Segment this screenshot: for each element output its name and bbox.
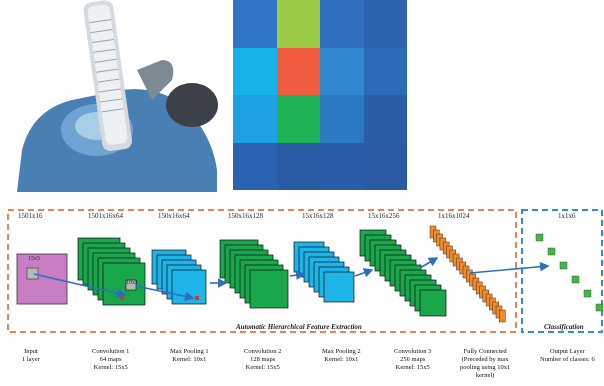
caption-output: Output Layer Number of classes: 6 [540,348,595,363]
fc-stack [429,225,506,323]
heatmap-cell [233,0,277,48]
dims-conv2: 150x16x128 [228,212,263,220]
output-neuron [571,275,580,284]
heatmap-grid [233,0,407,190]
device-knob [166,83,218,127]
output-neuron [583,289,592,298]
caption-fc: Fully Connected (Preceded by max pooling… [460,348,511,379]
caption-pool1: Max Pooling 1 Kernel: 10x1 [170,348,209,363]
output-neuron [535,233,544,242]
arrow-conv1-to-pool1 [135,285,195,302]
heatmap-cell [276,95,320,143]
input-kernel-patch [26,267,39,280]
caption-conv3: Convolution 3 256 maps Kernel: 15x5 [394,348,432,371]
arrow-pool2-to-conv3 [354,268,374,278]
fc-slab [499,309,506,323]
dims-conv1: 1501x16x64 [88,212,123,220]
heatmap-cell [363,0,407,48]
heatmap-cell [363,47,407,95]
heatmap-cell [276,47,320,95]
arrow-fc-to-output [469,261,550,274]
conv3-stack [359,229,447,317]
arrow-conv2-to-pool2 [289,270,306,280]
inhaler-photo [12,0,220,192]
heatmap-cell [233,95,277,143]
heatmap-cell [233,47,277,95]
heatmap-cell [363,95,407,143]
conv1-kernel-patch [125,279,137,291]
dims-pool1: 150x16x64 [158,212,190,220]
heatmap-cell [320,47,364,95]
cnn-diagram-svg [7,209,604,333]
heatmap-cell [320,95,364,143]
caption-conv2: Convolution 2 128 maps Kernel: 15x5 [244,348,282,371]
pool2-stack [293,241,355,303]
feature-extraction-label: Automatic Hierarchical Feature Extractio… [236,323,362,331]
dims-pool2: 15x16x128 [302,212,334,220]
caption-conv1: Convolution 1 64 maps Kernel: 15x5 [92,348,130,371]
conv1-stack [77,237,146,306]
heatmap-cell [276,142,320,190]
feature-extraction-border [7,209,517,333]
conv-patch-label: 10x1 [126,280,138,286]
arrow-input-to-conv1 [33,273,127,298]
dims-output: 1x1x6 [558,212,576,220]
heatmap-cell [363,142,407,190]
pool1-stack [151,249,207,305]
caption-input: Input 1 layer [22,348,40,363]
output-neuron [559,261,568,270]
output-neuron [547,247,556,256]
dims-fc: 1x16x1024 [438,212,470,220]
classification-label: Classification [544,323,584,331]
output-neurons [535,233,604,312]
classification-border [521,209,603,333]
caption-pool2: Max Pooling 2 Kernel: 10x1 [322,348,361,363]
dims-conv3: 15x16x256 [368,212,400,220]
canister-tube [83,0,133,151]
conv2-stack [219,239,289,309]
output-neuron [595,303,604,312]
pool1-pixel [195,296,199,300]
inhaler-illustration [17,0,218,192]
arrow-conv3-to-fc [419,257,439,269]
heatmap-cell [233,142,277,190]
heatmap-cell [320,0,364,48]
heatmap-cell [276,0,320,48]
heatmap-cell [320,142,364,190]
device-clip [137,60,174,100]
dims-input: 1501x16 [18,212,43,220]
input-layer [16,253,68,305]
cnn-architecture-diagram: 1501x16 1501x16x64 150x16x64 150x16x128 … [0,198,604,381]
input-patch-label: 15x5 [28,256,40,262]
conv1-pixel [120,296,124,300]
